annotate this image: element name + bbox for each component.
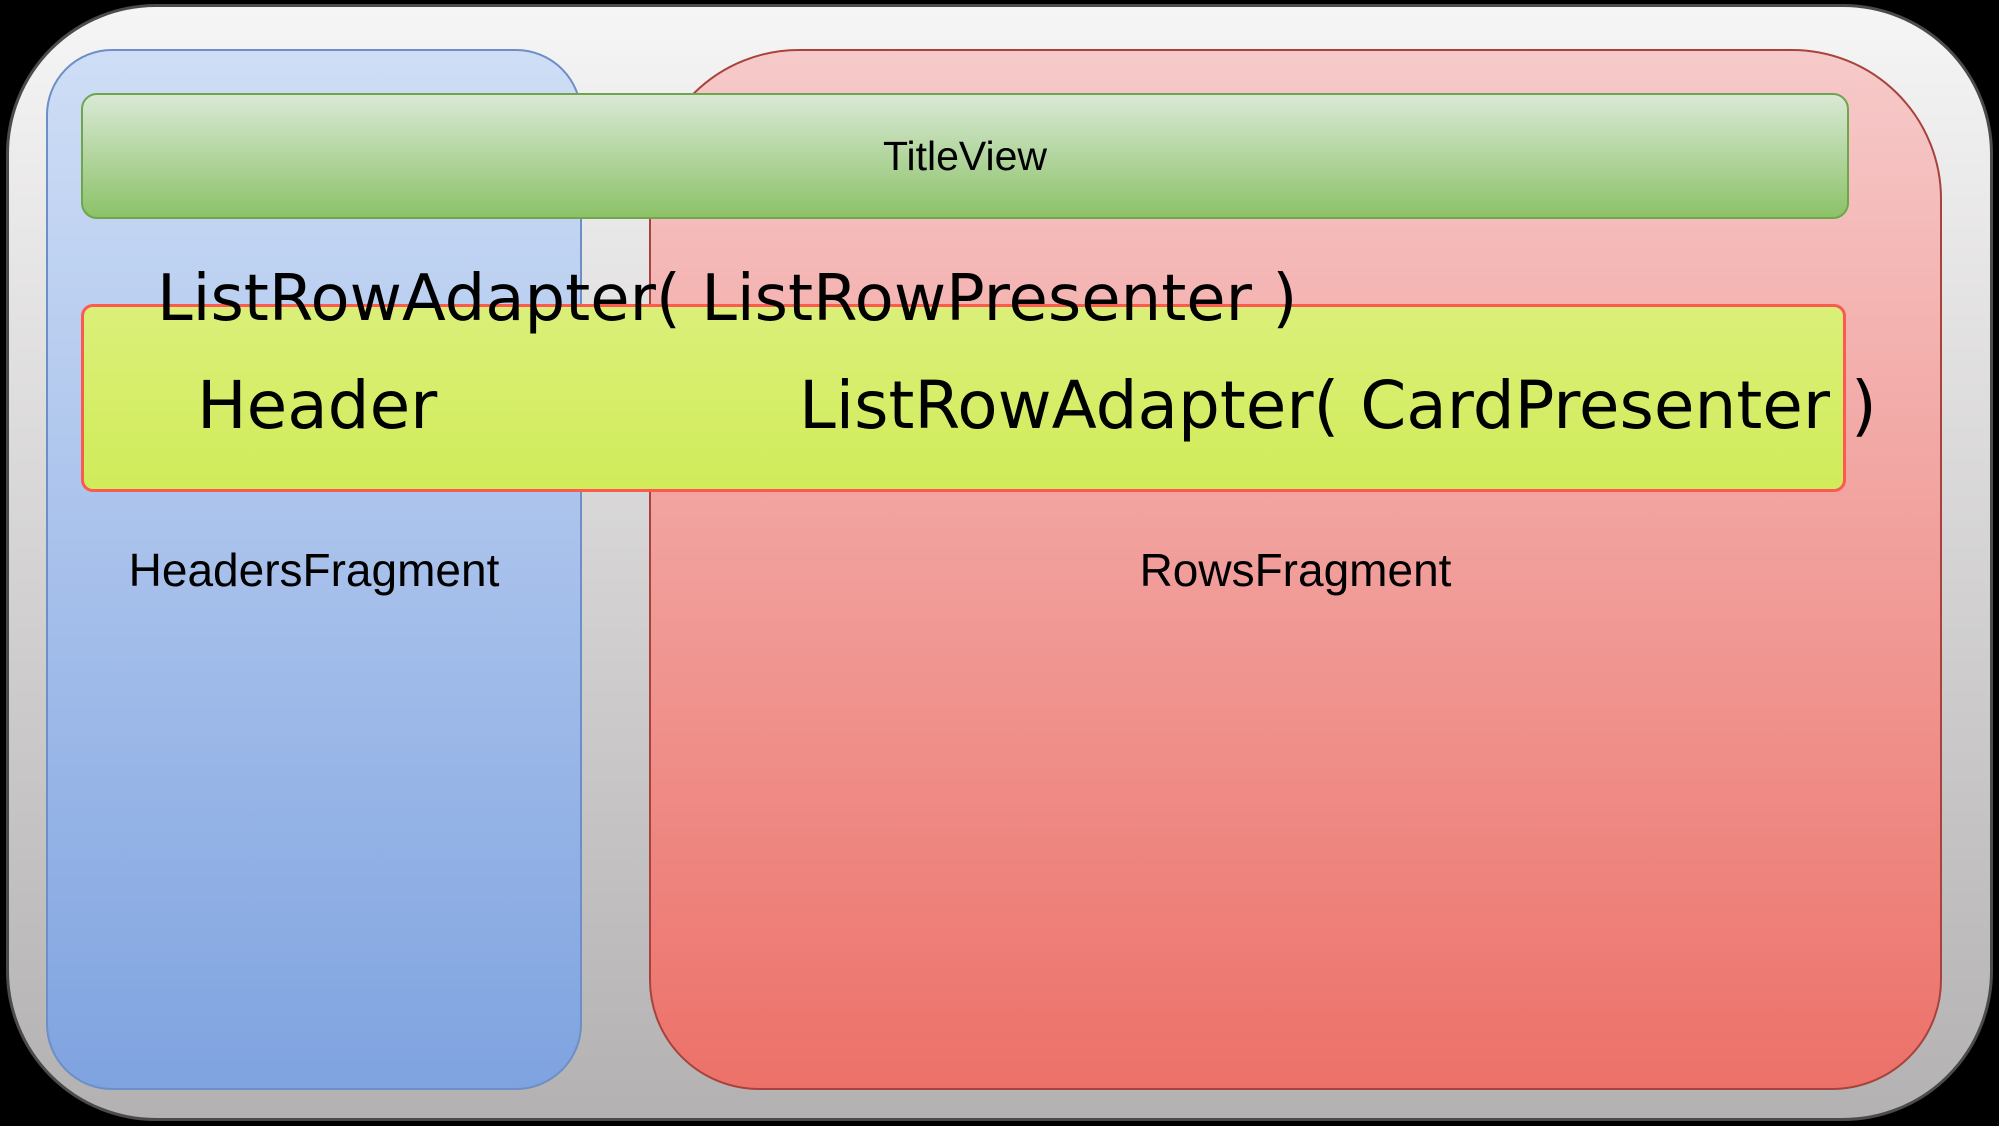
slide-panel: HeadersFragment RowsFragment TitleView L…: [6, 4, 1993, 1121]
rows-fragment-box: RowsFragment: [649, 49, 1942, 1090]
headers-fragment-box: HeadersFragment: [46, 49, 582, 1090]
list-row-adapter-card-presenter-text: ListRowAdapter( CardPresenter ): [799, 367, 1877, 444]
header-cell-text: Header: [197, 367, 438, 444]
title-view-label: TitleView: [882, 132, 1048, 179]
title-view-bar: TitleView: [81, 93, 1849, 219]
rows-fragment-label: RowsFragment: [1139, 544, 1452, 596]
headers-fragment-label: HeadersFragment: [128, 544, 500, 596]
list-row-adapter-listrow-presenter-text: ListRowAdapter( ListRowPresenter ): [157, 262, 1298, 336]
list-row-adapter-strip: [81, 304, 1846, 492]
